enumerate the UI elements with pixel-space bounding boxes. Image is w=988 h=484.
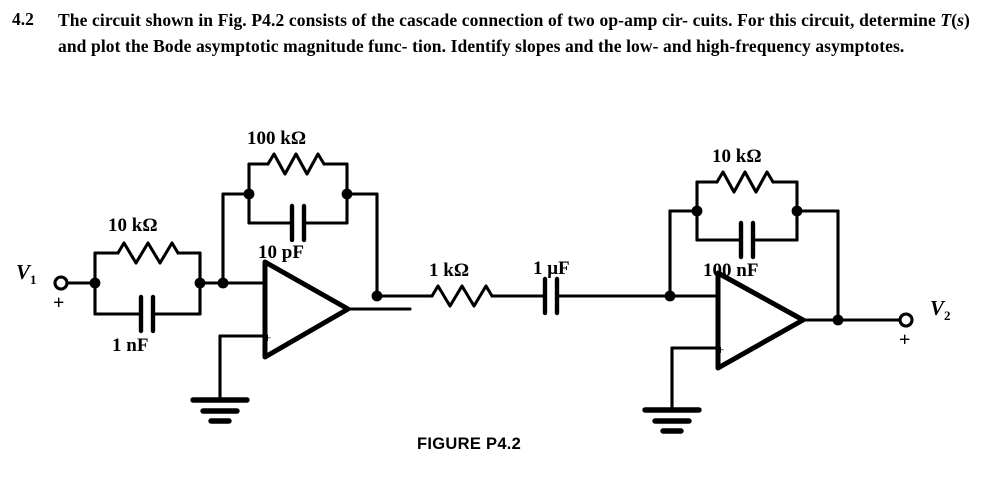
transfer-function-symbol: T — [940, 10, 952, 30]
resistor-10k-input-symbol — [116, 241, 180, 265]
resistor-100k-symbol — [266, 152, 326, 176]
complex-frequency-symbol: s — [957, 10, 965, 30]
junction-dot-fb2-left — [691, 205, 703, 217]
opamp-2-triangle — [715, 270, 806, 371]
junction-dot-stage2-output — [832, 314, 844, 326]
label-resistor-1k: 1 kΩ — [429, 260, 470, 281]
label-input-voltage-subscript: 1 — [30, 272, 37, 288]
label-input-voltage-symbol: V — [16, 260, 31, 284]
resistor-1k-symbol — [430, 284, 494, 308]
resistor-10k-feedback-symbol — [715, 170, 775, 194]
output-terminal-node — [898, 312, 914, 328]
label-resistor-10k-input: 10 kΩ — [108, 215, 158, 236]
problem-line-3: tion. Identify slopes and the low- and h… — [412, 35, 905, 56]
input-terminal-node — [53, 275, 69, 291]
circuit-schematic: + + — [53, 152, 914, 434]
label-capacitor-10pf: 10 pF — [258, 242, 304, 263]
label-capacitor-100nf: 100 nF — [703, 260, 759, 281]
problem-line-1: The circuit shown in Fig. P4.2 consists … — [58, 10, 688, 30]
paren-open: ( — [951, 10, 958, 30]
label-resistor-10k-feedback: 10 kΩ — [712, 146, 762, 167]
problem-line-2c: ) and plot the Bode asymptotic magnitude… — [58, 10, 970, 56]
problem-statement: 4.2 The circuit shown in Fig. P4.2 consi… — [0, 0, 988, 110]
input-polarity-plus: + — [53, 292, 65, 314]
junction-dot-input-left — [89, 277, 101, 289]
label-resistor-100k: 100 kΩ — [247, 128, 307, 149]
opamp-2-noninverting-plus-mark: + — [717, 342, 724, 357]
label-capacitor-1nf: 1 nF — [112, 335, 149, 356]
figure-p4-2: + + 10 kΩ 1 nF 100 kΩ 10 pF 1 kΩ 1 μF 10… — [0, 110, 988, 484]
label-output-voltage-symbol: V — [930, 296, 945, 320]
problem-line-2a: cuits. For this circuit, determine — [692, 10, 941, 30]
opamp-1-triangle — [262, 259, 351, 360]
problem-number: 4.2 — [12, 9, 34, 29]
output-polarity-plus: + — [899, 329, 911, 351]
label-output-voltage: V2 — [930, 296, 951, 324]
problem-body: The circuit shown in Fig. P4.2 consists … — [58, 8, 970, 59]
label-input-voltage: V1 — [16, 260, 37, 288]
label-output-voltage-subscript: 2 — [944, 308, 951, 324]
opamp-1-noninverting-plus-mark: + — [264, 330, 271, 345]
figure-caption: FIGURE P4.2 — [417, 435, 522, 453]
junction-dot-fb1-left — [243, 188, 255, 200]
label-capacitor-1uf: 1 μF — [533, 258, 570, 279]
